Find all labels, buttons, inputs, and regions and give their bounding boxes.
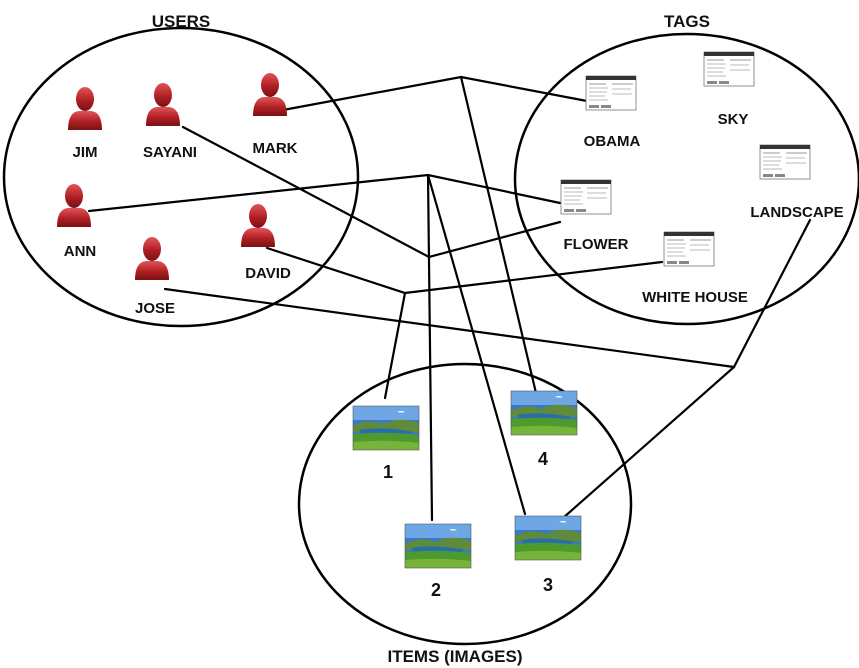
tag-obama: OBAMA	[584, 75, 641, 150]
tag-landscape: LANDSCAPE	[750, 144, 844, 221]
tags-group-title: TAGS	[664, 12, 710, 31]
document-thumbnail-icon	[560, 179, 612, 215]
tags-group-ellipse	[513, 32, 859, 326]
user-silhouette-icon	[68, 87, 102, 130]
item-label-4: 4	[538, 449, 548, 469]
user-label-david: DAVID	[245, 265, 291, 282]
user-silhouette-icon	[241, 204, 275, 247]
landscape-photo-icon	[510, 390, 578, 436]
hyperedge-jose-landscape-3-branch	[561, 365, 736, 520]
user-silhouette-icon	[146, 83, 180, 126]
landscape-photo-icon	[514, 515, 582, 561]
user-david: DAVID	[241, 204, 291, 282]
items-group-ellipse	[297, 362, 633, 646]
user-mark: MARK	[253, 73, 298, 157]
users-group-title: USERS	[152, 12, 211, 31]
item-label-2: 2	[431, 580, 441, 600]
users-group-ellipse	[2, 26, 360, 328]
user-ann: ANN	[57, 184, 96, 260]
hyperedge-david-whitehouse-1-branch	[383, 291, 407, 400]
hyperedge-sayani-flower	[181, 125, 562, 259]
item-label-1: 1	[383, 462, 393, 482]
user-jim: JIM	[68, 87, 102, 161]
user-silhouette-icon	[57, 184, 91, 227]
hyperedge-mark-obama-4-branch	[459, 75, 538, 395]
item-2: 2	[404, 523, 472, 600]
hyperedge-ann-flower-3-branch	[426, 173, 527, 516]
document-thumbnail-icon	[703, 51, 755, 87]
document-thumbnail-icon	[759, 144, 811, 180]
user-label-jim: JIM	[72, 144, 97, 161]
user-jose: JOSE	[135, 237, 175, 317]
item-label-3: 3	[543, 575, 553, 595]
hyperedge-lines	[87, 75, 812, 522]
user-label-mark: MARK	[253, 140, 298, 157]
item-1: 1	[352, 405, 420, 482]
tag-label-flower: FLOWER	[564, 236, 629, 253]
tag-label-landscape: LANDSCAPE	[750, 204, 843, 221]
hyperedge-ann-flower-2-branch	[426, 173, 434, 522]
tag-flower: FLOWER	[560, 179, 629, 253]
user-label-ann: ANN	[64, 243, 97, 260]
user-silhouette-icon	[135, 237, 169, 280]
document-thumbnail-icon	[585, 75, 637, 111]
landscape-photo-icon	[352, 405, 420, 451]
landscape-photo-icon	[404, 523, 472, 569]
user-label-jose: JOSE	[135, 300, 175, 317]
tag-sky: SKY	[703, 51, 755, 128]
items-group-title: ITEMS (IMAGES)	[387, 647, 522, 666]
document-thumbnail-icon	[663, 231, 715, 267]
user-silhouette-icon	[253, 73, 287, 116]
item-4: 4	[510, 390, 578, 469]
user-sayani: SAYANI	[143, 83, 197, 161]
tag-label-white-house: WHITE HOUSE	[642, 289, 748, 306]
hyperedge-david-whitehouse-1	[265, 246, 664, 295]
tag-white-house: WHITE HOUSE	[642, 231, 748, 306]
item-3: 3	[514, 515, 582, 595]
tag-label-obama: OBAMA	[584, 133, 641, 150]
tag-label-sky: SKY	[718, 111, 749, 128]
user-label-sayani: SAYANI	[143, 144, 197, 161]
